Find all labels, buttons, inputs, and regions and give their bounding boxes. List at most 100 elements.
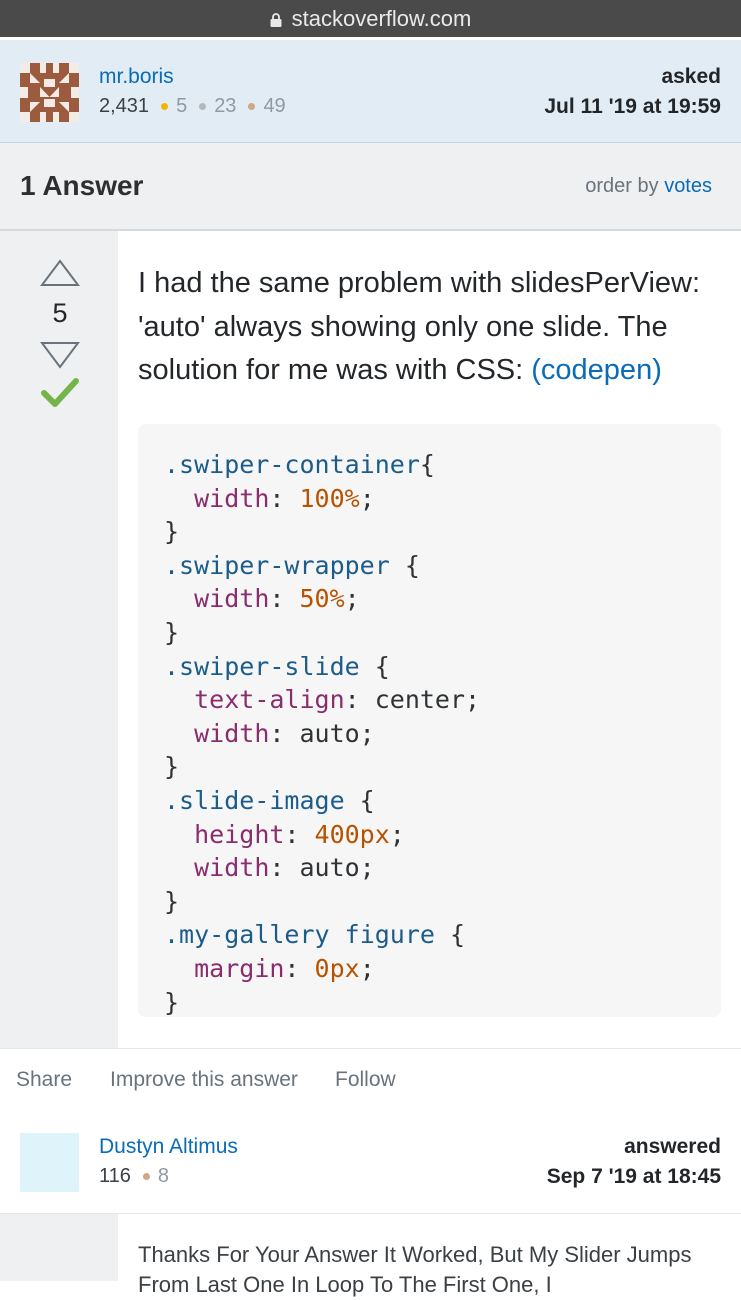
code-token: text-align [194, 685, 345, 715]
gold-badge-icon [161, 103, 169, 110]
code-line: width: auto; [164, 719, 375, 748]
code-line: .swiper-container{ [164, 450, 435, 479]
code-token [164, 820, 194, 849]
code-token: : [269, 584, 300, 614]
url-text: stackoverflow.com [291, 5, 472, 31]
code-token: : [269, 483, 300, 513]
code-line: width: 50%; [164, 584, 360, 613]
code-line: } [164, 618, 179, 647]
code-line: .swiper-slide { [164, 652, 390, 681]
code-token: width [194, 483, 270, 513]
code-line: .my-gallery figure { [164, 920, 465, 949]
code-token: { [419, 450, 435, 479]
avatar[interactable] [20, 1133, 79, 1192]
sort-order-votes-link[interactable]: votes [664, 175, 712, 197]
code-token: { [344, 785, 375, 815]
gold-badge-count: 5 [176, 95, 188, 117]
code-token: figure [344, 920, 435, 950]
question-owner-stats: 2,431 5 23 49 [99, 95, 286, 118]
code-line: height: 400px; [164, 820, 405, 849]
code-token [164, 584, 194, 613]
comment-gutter [0, 1214, 118, 1281]
codepen-link[interactable]: (codepen) [531, 354, 662, 386]
code-token: { [359, 651, 390, 681]
code-line: } [164, 517, 179, 546]
code-token [330, 920, 345, 949]
question-owner-card: mr.boris 2,431 5 23 49 asked Jul 11 '19 … [0, 40, 741, 143]
code-token: 0px [314, 953, 360, 983]
code-content: .swiper-container{ width: 100%; } .swipe… [164, 448, 480, 1019]
code-token [164, 484, 194, 513]
code-token: : [284, 819, 315, 849]
code-token: width [194, 718, 270, 748]
code-token [164, 685, 194, 714]
upvote-arrow-icon[interactable] [40, 259, 80, 287]
follow-link[interactable]: Follow [335, 1068, 396, 1091]
code-token: } [164, 886, 180, 916]
code-token: { [434, 920, 466, 950]
code-token: } [164, 617, 180, 647]
code-token: } [164, 752, 180, 782]
comment-section: Thanks For Your Answer It Worked, But My… [0, 1213, 741, 1297]
comment-text: Thanks For Your Answer It Worked, But My… [138, 1242, 692, 1297]
code-token: : auto; [269, 853, 375, 883]
code-line: .swiper-wrapper { [164, 551, 420, 580]
lock-icon [270, 12, 282, 27]
code-token: margin [194, 953, 285, 983]
answers-count-title: 1 Answer [20, 170, 144, 201]
code-token: width [194, 584, 270, 614]
share-link[interactable]: Share [16, 1068, 73, 1091]
code-line: width: 100%; [164, 484, 375, 513]
bronze-badge-icon [248, 103, 256, 110]
code-token: .swiper-container [164, 450, 420, 479]
sort-order-label: order by [585, 175, 659, 197]
code-token: ; [344, 584, 360, 614]
accepted-check-icon [41, 378, 79, 407]
code-token [164, 853, 194, 882]
answer-owner-stats: 116 8 [99, 1165, 169, 1188]
question-owner-name[interactable]: mr.boris [99, 65, 174, 88]
code-line: margin: 0px; [164, 954, 375, 983]
answer-owner-name[interactable]: Dustyn Altimus [99, 1135, 238, 1158]
code-token: .slide-image [164, 785, 345, 815]
code-token: .swiper-slide [164, 651, 360, 681]
answer-body-text: I had the same problem with slidesPerVie… [138, 267, 701, 386]
code-token: : auto; [269, 718, 375, 748]
browser-url-bar[interactable]: stackoverflow.com [0, 0, 741, 37]
code-token [164, 954, 194, 983]
code-token: } [164, 987, 180, 1017]
code-token: 100% [299, 483, 360, 513]
code-token: .my-gallery [164, 920, 330, 950]
code-token: } [164, 517, 180, 547]
bronze-badge-icon [142, 1173, 150, 1180]
code-token: ; [359, 483, 375, 513]
post-actions: Share Improve this answer Follow [0, 1048, 741, 1112]
downvote-arrow-icon[interactable] [40, 341, 80, 369]
bronze-badge-count: 49 [263, 95, 286, 117]
code-token: width [194, 853, 270, 883]
code-token: ; [389, 819, 405, 849]
code-token: 50% [299, 584, 345, 614]
code-line: text-align: center; [164, 685, 480, 714]
code-line: } [164, 988, 179, 1017]
code-token [164, 719, 194, 748]
code-line: } [164, 752, 179, 781]
bronze-badge-count: 8 [157, 1165, 170, 1187]
avatar[interactable] [20, 63, 79, 122]
code-token: 400px [314, 819, 390, 849]
asked-label: asked [661, 65, 721, 88]
answered-date: Sep 7 '19 at 18:45 [546, 1165, 721, 1188]
code-token: { [389, 550, 420, 580]
answer-body: I had the same problem with slidesPerVie… [138, 262, 723, 393]
code-line: } [164, 887, 179, 916]
reputation-score: 2,431 [99, 95, 150, 117]
code-token: .swiper-wrapper [164, 550, 390, 580]
code-token: ; [359, 953, 375, 983]
silver-badge-icon [199, 103, 207, 110]
code-block: .swiper-container{ width: 100%; } .swipe… [138, 424, 721, 1017]
code-line: .slide-image { [164, 786, 375, 815]
asked-date: Jul 11 '19 at 19:59 [544, 95, 721, 118]
improve-answer-link[interactable]: Improve this answer [110, 1068, 298, 1091]
reputation-score: 116 [99, 1165, 131, 1187]
sort-order: order by votes [585, 175, 712, 198]
